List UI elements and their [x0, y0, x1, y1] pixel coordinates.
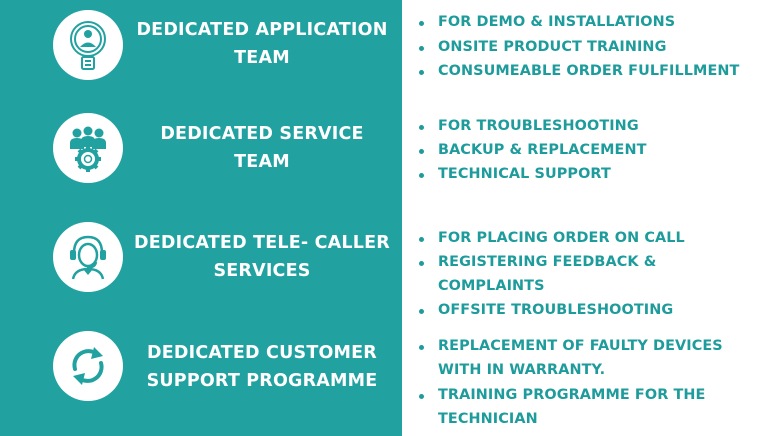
- list-item-continuation: WITH IN WARRANTY.: [419, 358, 764, 382]
- tele-caller-icon-circle: [53, 222, 123, 292]
- list-item: CONSUMEABLE ORDER FULFILLMENT: [419, 59, 764, 83]
- customer-support-title: DEDICATED CUSTOMER SUPPORT PROGRAMME: [124, 339, 400, 395]
- title-line: TEAM: [234, 48, 290, 68]
- bullet-text: TRAINING PROGRAMME FOR THE: [438, 387, 706, 403]
- bullet-dot: [419, 46, 424, 51]
- title-line: TEAM: [234, 152, 290, 172]
- list-item: FOR PLACING ORDER ON CALL: [419, 226, 764, 250]
- application-team-title: DEDICATED APPLICATION TEAM: [124, 16, 400, 72]
- title-line: DEDICATED CUSTOMER: [147, 343, 377, 363]
- list-item: TRAINING PROGRAMME FOR THE: [419, 383, 764, 407]
- tele-caller-title: DEDICATED TELE- CALLER SERVICES: [124, 229, 400, 285]
- list-item: REGISTERING FEEDBACK &: [419, 250, 764, 274]
- list-item: FOR TROUBLESHOOTING: [419, 114, 764, 138]
- headset-agent-icon: [70, 235, 106, 280]
- list-item: REPLACEMENT OF FAULTY DEVICES: [419, 334, 764, 358]
- bullet-text: BACKUP & REPLACEMENT: [438, 142, 647, 158]
- bullet-text: WITH IN WARRANTY.: [438, 362, 606, 378]
- list-item: FOR DEMO & INSTALLATIONS: [419, 10, 764, 34]
- id-badge-person-icon: [70, 21, 106, 70]
- list-item-continuation: TECHNICIAN: [419, 407, 764, 431]
- service-team-title: DEDICATED SERVICE TEAM: [124, 120, 400, 176]
- title-line: DEDICATED APPLICATION: [136, 20, 388, 40]
- application-team-icon-circle: [53, 10, 123, 80]
- refresh-cycle-icon: [72, 347, 104, 385]
- bullet-dot: [419, 173, 424, 178]
- bullet-text: ONSITE PRODUCT TRAINING: [438, 39, 667, 55]
- bullet-dot: [419, 21, 424, 26]
- title-line: SERVICES: [213, 261, 311, 281]
- bullet-text: CONSUMEABLE ORDER FULFILLMENT: [438, 63, 740, 79]
- title-line: DEDICATED TELE- CALLER: [134, 233, 390, 253]
- bullet-text: REPLACEMENT OF FAULTY DEVICES: [438, 338, 723, 354]
- list-item-continuation: COMPLAINTS: [419, 274, 764, 298]
- bullet-text: FOR PLACING ORDER ON CALL: [438, 230, 685, 246]
- bullet-text: COMPLAINTS: [438, 278, 545, 294]
- team-gear-icon: [70, 126, 106, 172]
- bullet-text: FOR TROUBLESHOOTING: [438, 118, 639, 134]
- customer-support-icon-circle: [53, 331, 123, 401]
- bullet-dot: [419, 237, 424, 242]
- title-line: DEDICATED SERVICE: [160, 124, 364, 144]
- bullet-dot: [419, 309, 424, 314]
- bullet-text: TECHNICIAN: [438, 411, 538, 427]
- bullet-dot: [419, 394, 424, 399]
- bullet-dot: [419, 261, 424, 266]
- list-item: TECHNICAL SUPPORT: [419, 162, 764, 186]
- list-item: OFFSITE TROUBLESHOOTING: [419, 298, 764, 322]
- service-team-icon-circle: [53, 113, 123, 183]
- list-item: ONSITE PRODUCT TRAINING: [419, 35, 764, 59]
- bullet-text: TECHNICAL SUPPORT: [438, 166, 611, 182]
- bullet-dot: [419, 125, 424, 130]
- bullet-dot: [419, 345, 424, 350]
- bullet-text: OFFSITE TROUBLESHOOTING: [438, 302, 674, 318]
- list-item: BACKUP & REPLACEMENT: [419, 138, 764, 162]
- bullet-text: FOR DEMO & INSTALLATIONS: [438, 14, 676, 30]
- bullet-dot: [419, 149, 424, 154]
- bullet-text: REGISTERING FEEDBACK &: [438, 254, 657, 270]
- bullet-dot: [419, 70, 424, 75]
- title-line: SUPPORT PROGRAMME: [146, 371, 378, 391]
